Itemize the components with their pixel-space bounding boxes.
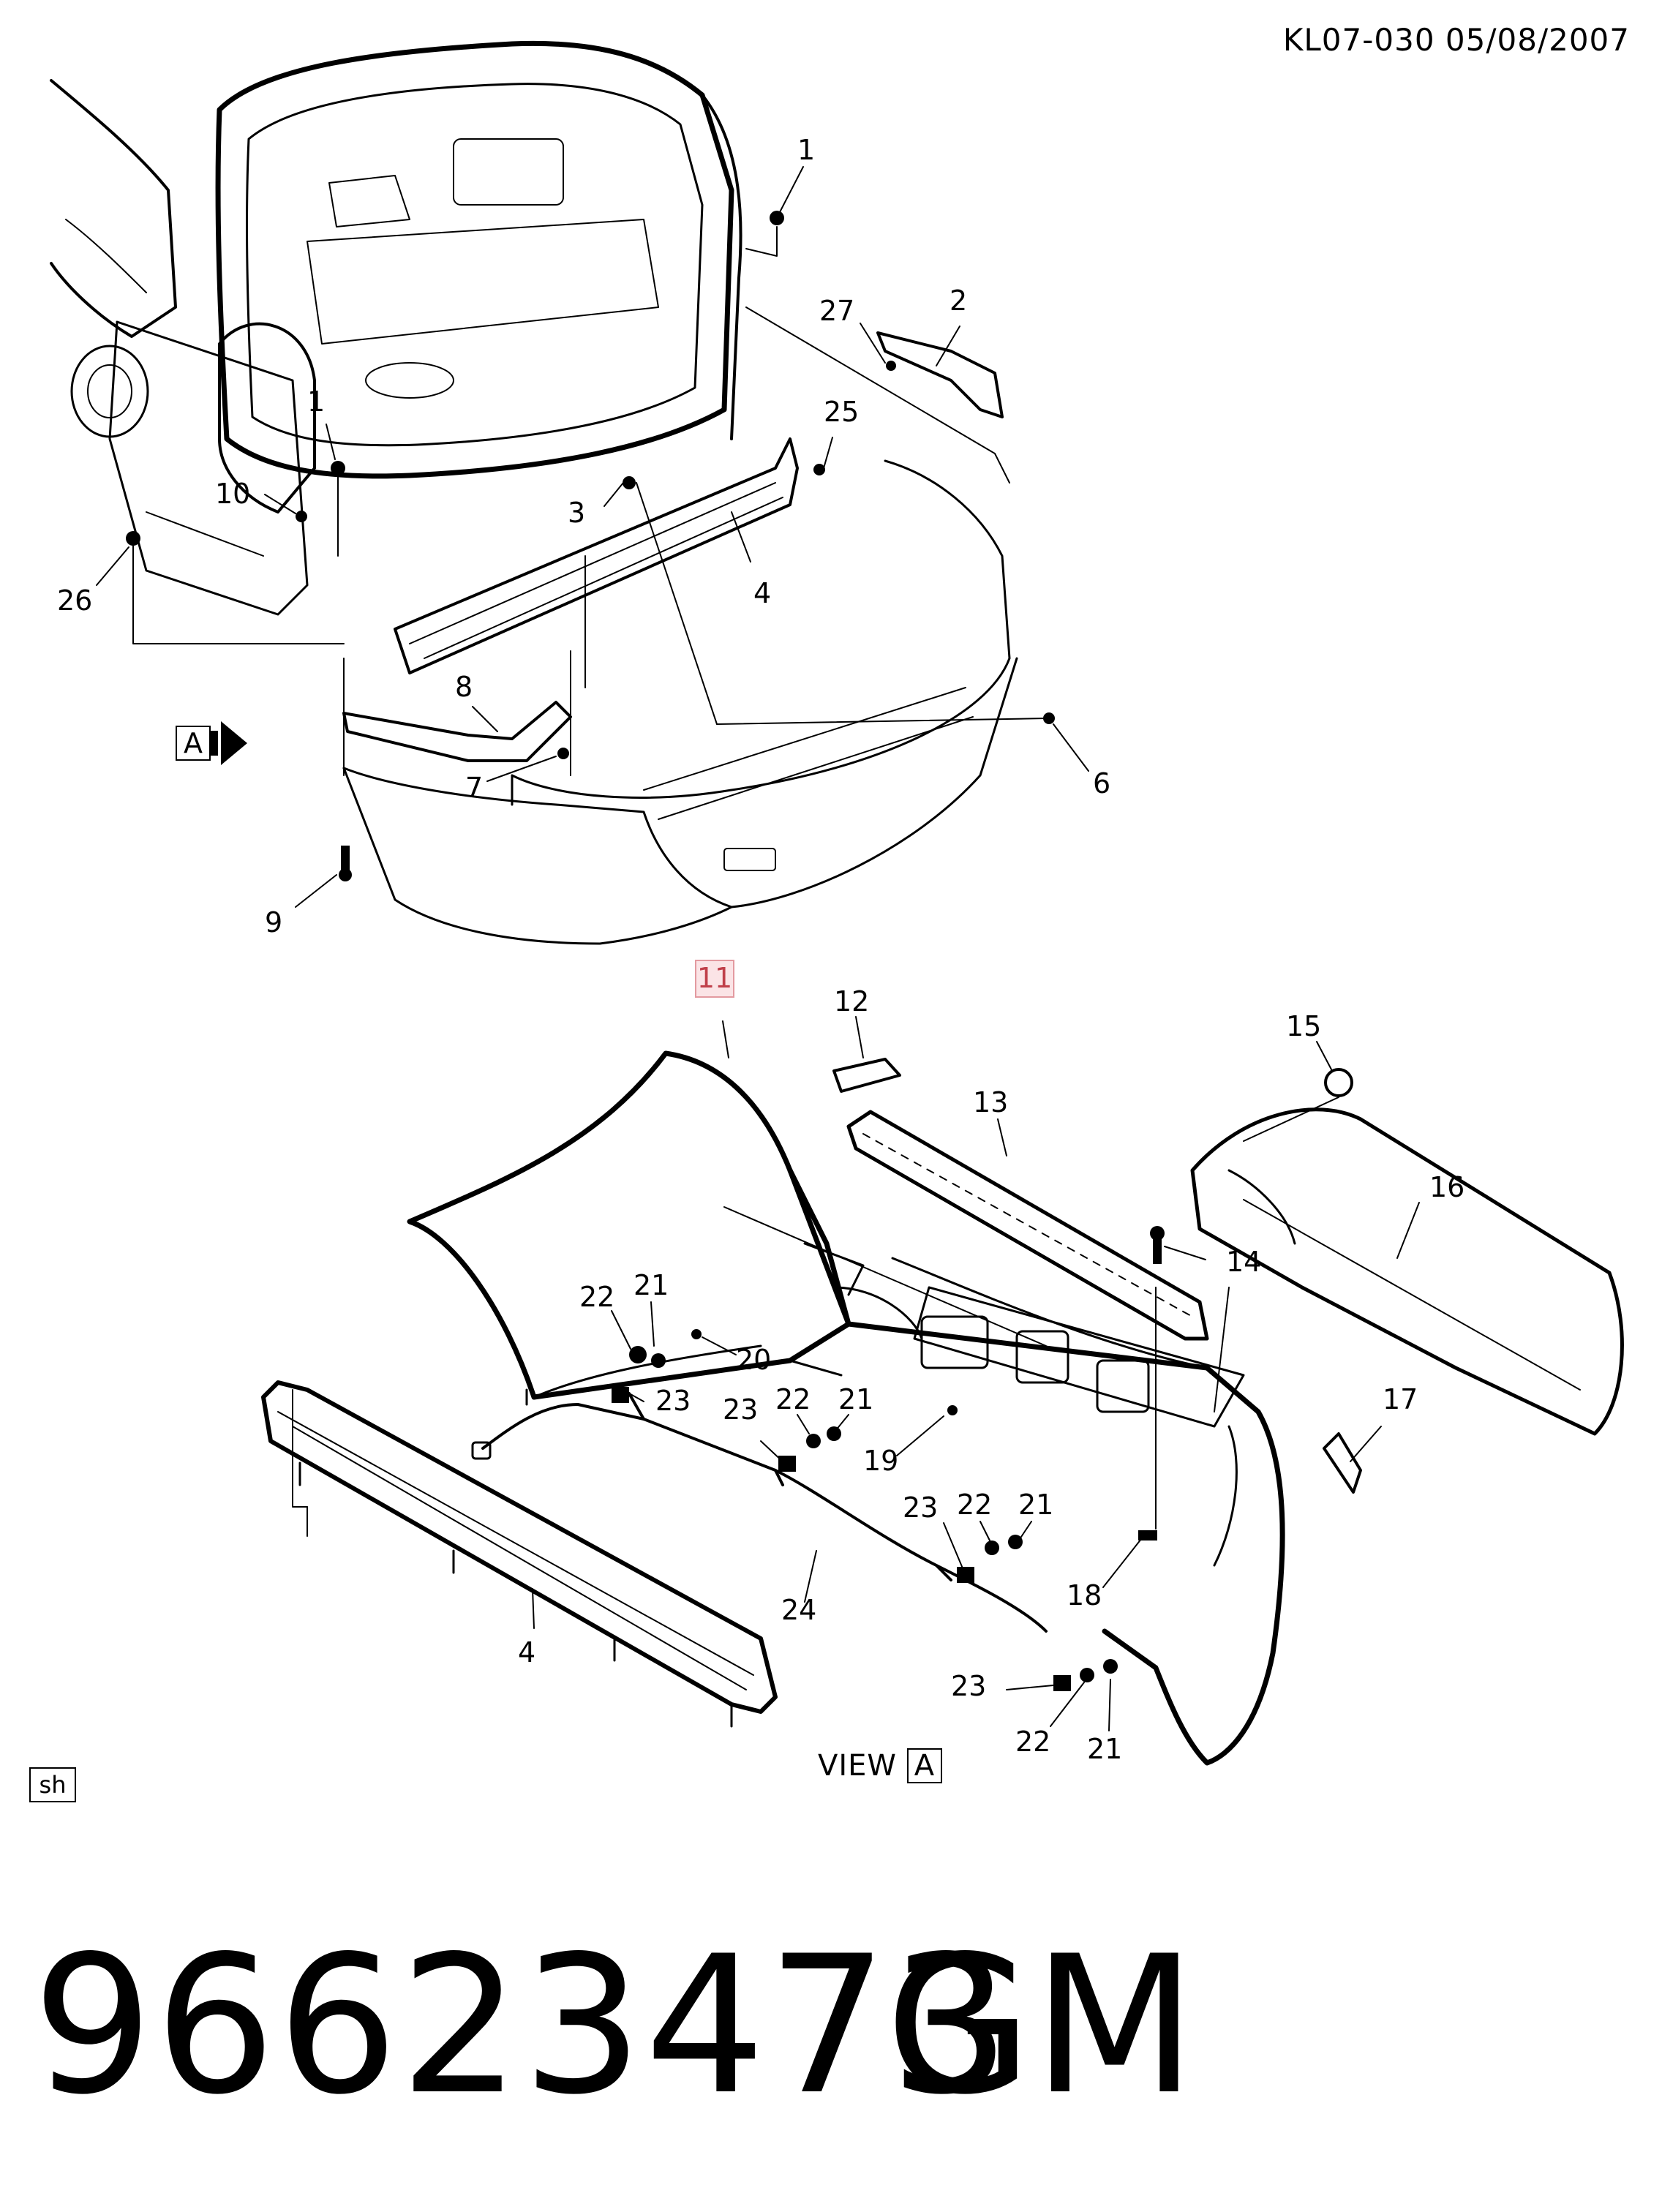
sensors-and-grommets: [612, 1226, 1165, 1691]
callout-bottom-23b: 23: [723, 1393, 758, 1426]
callout-bottom-23c: 23: [903, 1491, 938, 1524]
callout-top-6: 6: [1093, 767, 1110, 800]
callout-bottom-21c: 21: [1018, 1489, 1053, 1521]
cap-17: [1323, 1432, 1362, 1494]
view-a-arrow-label: A: [176, 726, 211, 761]
cover-12: [832, 1058, 901, 1093]
arrow-stem: [211, 731, 218, 756]
callout-top-3: 3: [568, 497, 585, 529]
top-reinforcement-beam: [394, 437, 799, 674]
lower-valance-16: [1190, 1107, 1624, 1436]
callout-bottom-12: 12: [834, 985, 869, 1017]
callout-bottom-19: 19: [863, 1445, 898, 1477]
callout-bottom-21d: 21: [1087, 1733, 1122, 1765]
leader-lines: [96, 166, 1089, 908]
bumper-lower-details: [789, 1242, 1245, 1567]
callout-bottom-16: 16: [1429, 1171, 1464, 1203]
callout-bottom-18: 18: [1067, 1579, 1102, 1611]
callout-bottom-15: 15: [1286, 1010, 1321, 1042]
callout-bottom-20: 20: [736, 1344, 771, 1376]
callout-bottom-22d: 22: [1015, 1726, 1050, 1758]
top-bracket-8: [342, 701, 572, 762]
callout-bottom-22b: 22: [775, 1383, 811, 1415]
bumper-fascia-11: [407, 1050, 1285, 1766]
callout-bottom-22c: 22: [957, 1489, 992, 1521]
callout-bottom-21a: 21: [633, 1269, 669, 1301]
callout-top-1b: 1: [307, 385, 325, 418]
callout-top-1a: 1: [797, 134, 815, 166]
callout-bottom-14: 14: [1226, 1246, 1261, 1278]
arrow-right-icon: [221, 721, 247, 765]
callout-bottom-23a: 23: [655, 1385, 691, 1417]
vehicle-rear-body: [50, 40, 742, 616]
view-a-text: VIEW: [818, 1749, 897, 1783]
callout-top-4: 4: [753, 577, 771, 609]
view-a-caption: VIEW A: [818, 1748, 942, 1783]
callout-bottom-11-highlight[interactable]: 11: [695, 960, 734, 998]
top-bracket-2: [876, 331, 1004, 418]
callouts-bottom: 12 13 15 16 14 21 22 20 23 22 21 23 19 1…: [518, 985, 1464, 1765]
exploded-view-drawing: 1 2 27 25 1 10 3 4 26 8 7 6 9 12 13 15 1…: [50, 40, 1624, 1766]
view-a-box: A: [906, 1748, 942, 1783]
callout-bottom-4: 4: [518, 1636, 535, 1669]
callout-top-2: 2: [950, 285, 967, 317]
callout-bottom-21b: 21: [838, 1383, 873, 1415]
diagram-reference: KL07-030 05/08/2007: [1282, 22, 1630, 58]
clip-15: [1324, 1068, 1353, 1097]
part-number: 96623473: [32, 1916, 1012, 2137]
top-fasteners: [126, 211, 1055, 881]
callout-top-27: 27: [819, 295, 854, 327]
callout-bottom-17: 17: [1383, 1383, 1418, 1415]
bottom-leader-lines: [292, 1016, 1420, 1731]
callout-top-9: 9: [265, 906, 282, 938]
callout-bottom-22a: 22: [579, 1281, 614, 1313]
callout-bottom-24: 24: [781, 1594, 816, 1626]
callout-top-10: 10: [215, 478, 250, 510]
callouts-top: 1 2 27 25 1 10 3 4 26 8 7 6 9: [57, 134, 1110, 938]
small-covers: [832, 1058, 1362, 1494]
callout-top-25: 25: [824, 396, 859, 428]
trim-strip-13: [846, 1110, 1209, 1341]
callout-bottom-23d: 23: [951, 1670, 986, 1702]
callout-top-8: 8: [455, 671, 473, 703]
part-brand: GM: [885, 1916, 1197, 2137]
callout-bottom-13: 13: [973, 1086, 1008, 1118]
sh-badge: sh: [29, 1767, 76, 1802]
bottom-reinforcement-beam: [261, 1380, 778, 1728]
parking-sensor-harness: [471, 1392, 1048, 1633]
callout-top-26: 26: [57, 584, 92, 617]
top-rear-fascia: [342, 459, 1018, 945]
view-a-arrow: A: [176, 721, 247, 765]
callout-top-7: 7: [465, 772, 483, 804]
